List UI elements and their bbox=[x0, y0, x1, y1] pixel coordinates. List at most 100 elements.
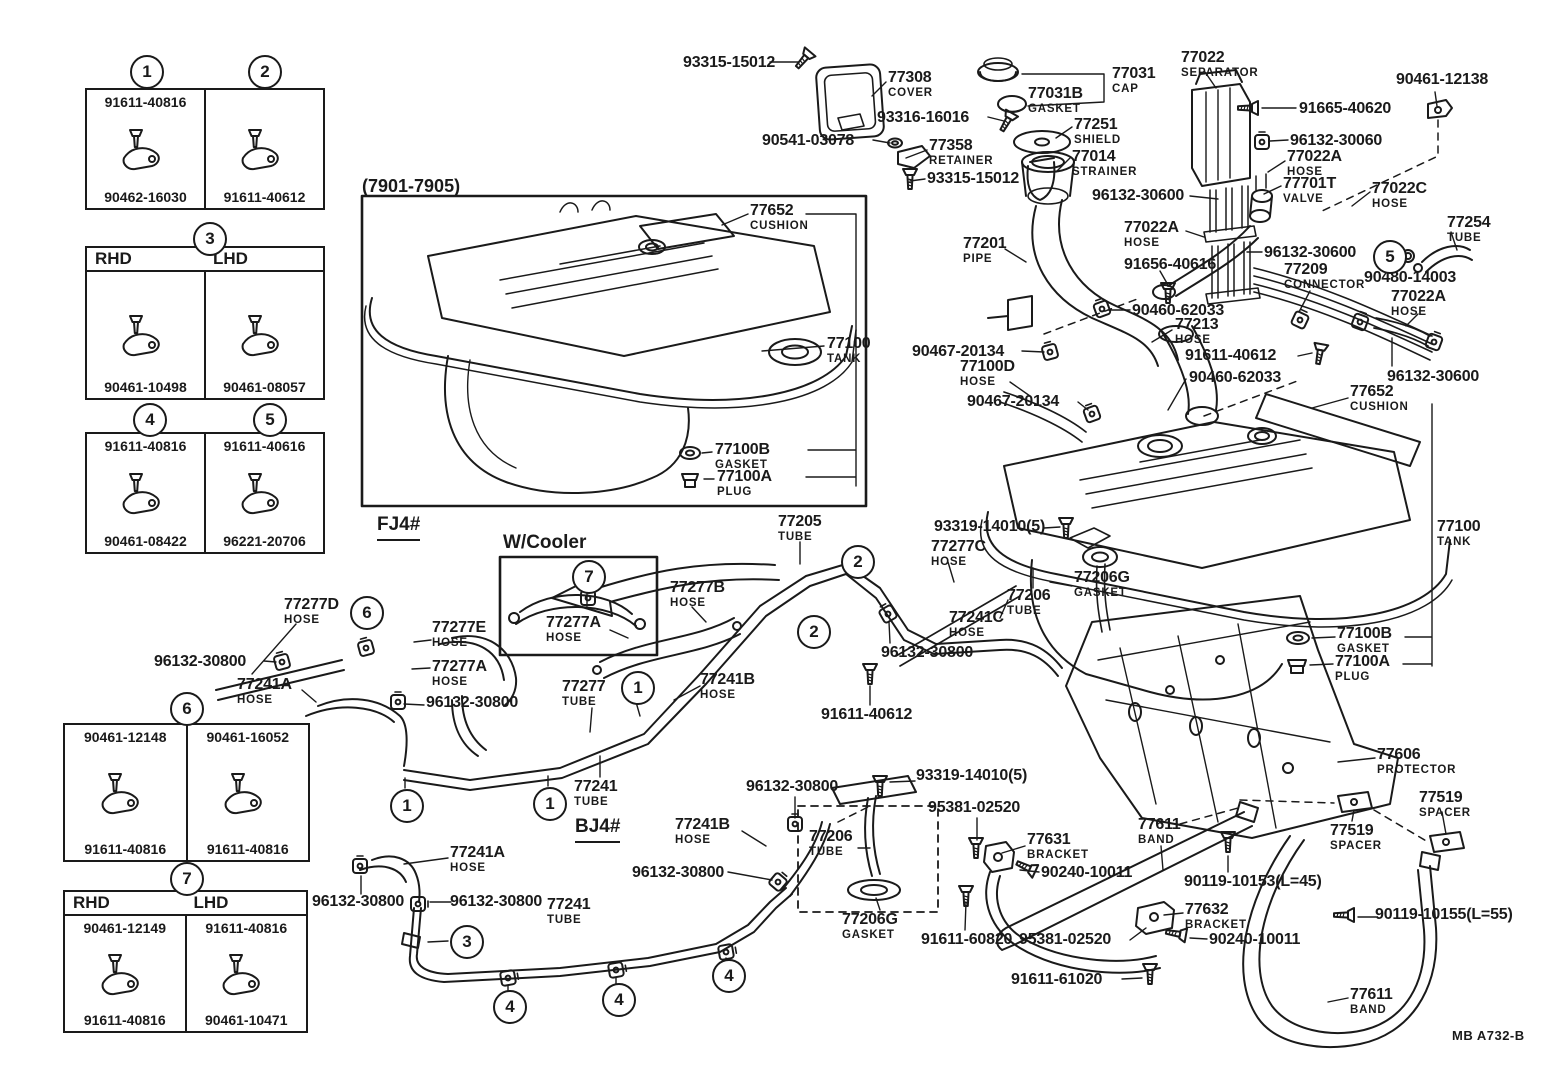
part-number: 77206G bbox=[1074, 569, 1130, 586]
part-number: 77031B bbox=[1028, 85, 1083, 102]
part-number: 90462-16030 bbox=[104, 189, 187, 205]
callout-circle-1: 1 bbox=[390, 789, 424, 823]
with-cooler-frame bbox=[498, 555, 659, 657]
part-caption: HOSE bbox=[432, 676, 468, 688]
part-number: 91611-40816 bbox=[205, 920, 288, 936]
part-caption: VALVE bbox=[1283, 193, 1324, 205]
part-number: 93315-15012 bbox=[683, 54, 776, 71]
leader-lines bbox=[251, 61, 1458, 1003]
part-number: 96132-30800 bbox=[881, 644, 974, 661]
part-number: 77277 bbox=[562, 678, 606, 695]
part-caption: GASKET bbox=[842, 929, 895, 941]
part-label-96132-30600: 96132-30600 bbox=[1092, 188, 1184, 204]
part-number: 77251 bbox=[1074, 116, 1118, 133]
part-number: 77277A bbox=[432, 658, 487, 675]
callout-circle-3: 3 bbox=[450, 925, 484, 959]
part-caption: TUBE bbox=[778, 531, 813, 543]
hardware-part-icon bbox=[229, 109, 301, 189]
part-caption: PLUG bbox=[1335, 671, 1371, 683]
part-number: 96132-30800 bbox=[450, 893, 543, 910]
part-number: 91611-40612 bbox=[1185, 347, 1277, 364]
part-label-90119-10155-l-55: 90119-10155(L=55) bbox=[1375, 907, 1513, 923]
part-label-90119-10153-l-45: 90119-10153(L=45) bbox=[1184, 874, 1322, 890]
part-number: 77701T bbox=[1283, 175, 1337, 192]
part-number: 77100 bbox=[1437, 518, 1481, 535]
part-number: 77206 bbox=[1007, 587, 1051, 604]
reference-cell: 91611-40612 bbox=[204, 90, 323, 208]
part-number: 96132-30800 bbox=[632, 864, 725, 881]
callout-circle-1: 1 bbox=[533, 787, 567, 821]
callout-circle-3: 3 bbox=[193, 222, 227, 256]
part-number: 90240-10011 bbox=[1041, 864, 1133, 881]
hardware-part-icon bbox=[229, 291, 301, 379]
part-number: 77100A bbox=[1335, 653, 1390, 670]
inset-early-production-frame bbox=[360, 194, 868, 508]
callout-circle-4: 4 bbox=[493, 990, 527, 1024]
part-label-90460-62033: 90460-62033 bbox=[1189, 370, 1281, 386]
part-caption: HOSE bbox=[960, 376, 996, 388]
part-number: 77022A bbox=[1287, 148, 1342, 165]
reference-cell: 90461-08057 bbox=[204, 272, 323, 398]
part-number: 77277A bbox=[546, 614, 601, 631]
part-label-93319-14010-5: 93319-14010(5) bbox=[934, 519, 1045, 535]
drive-side-lhd: LHD bbox=[193, 893, 229, 912]
part-number: 95381-02520 bbox=[1019, 931, 1112, 948]
part-caption: BRACKET bbox=[1185, 919, 1247, 931]
part-caption: HOSE bbox=[1124, 237, 1160, 249]
part-caption: TUBE bbox=[547, 914, 582, 926]
part-caption: GASKET bbox=[1074, 587, 1127, 599]
part-label-93316-16016: 93316-16016 bbox=[877, 110, 969, 126]
callout-circle-2: 2 bbox=[248, 55, 282, 89]
part-label-96132-30600: 96132-30600 bbox=[1264, 245, 1356, 261]
part-number: 77100B bbox=[715, 441, 770, 458]
part-number: 77213 bbox=[1175, 316, 1219, 333]
part-number: 90461-08057 bbox=[223, 379, 306, 395]
part-number: 77652 bbox=[750, 202, 794, 219]
part-label-96132-30800: 96132-30800 bbox=[312, 894, 404, 910]
part-caption: CUSHION bbox=[1350, 401, 1409, 413]
part-caption: TUBE bbox=[562, 696, 597, 708]
part-number: 91656-40616 bbox=[1124, 256, 1217, 273]
part-number: 77277C bbox=[931, 538, 986, 555]
callout-circle-7: 7 bbox=[572, 560, 606, 594]
part-number: 77241C bbox=[949, 609, 1004, 626]
part-label-96132-30800: 96132-30800 bbox=[154, 654, 246, 670]
part-label-90480-14003: 90480-14003 bbox=[1364, 270, 1456, 286]
part-caption: HOSE bbox=[432, 637, 468, 649]
part-number: 90461-12148 bbox=[83, 729, 167, 745]
callout-circle-6: 6 bbox=[170, 692, 204, 726]
part-label-90461-12138: 90461-12138 bbox=[1396, 72, 1488, 88]
hardware-part-icon bbox=[212, 744, 284, 841]
part-caption: CONNECTOR bbox=[1284, 279, 1366, 291]
part-label-96132-30800: 96132-30800 bbox=[426, 695, 518, 711]
part-caption: HOSE bbox=[931, 556, 967, 568]
part-caption: HOSE bbox=[1391, 306, 1427, 318]
part-caption: SPACER bbox=[1419, 807, 1471, 819]
section-tag-bj4: BJ4# bbox=[575, 816, 621, 843]
